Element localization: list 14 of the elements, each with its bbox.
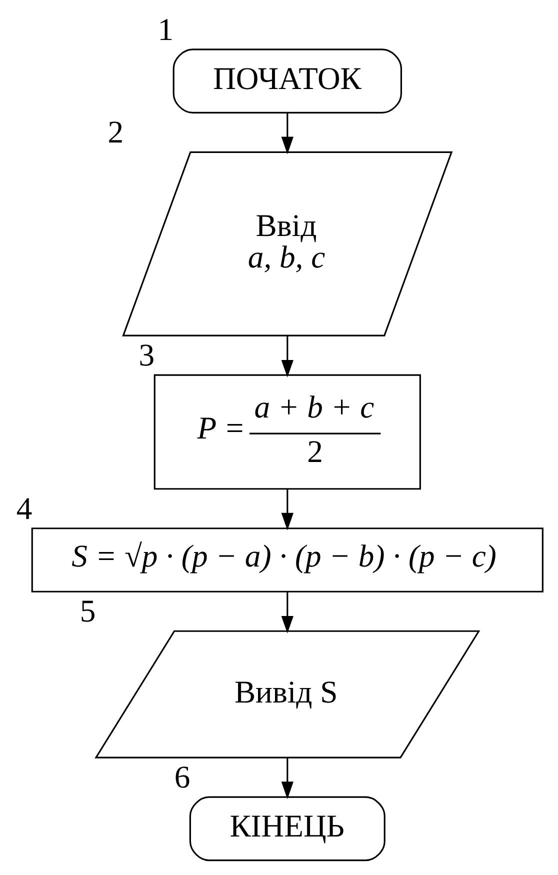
node-label: 3 xyxy=(138,338,154,373)
node-box: S = √p · (p − a) · (p − b) · (p − c) xyxy=(30,528,543,592)
node-box: ПОЧАТОК xyxy=(172,48,402,114)
node-box: КІНЕЦЬ xyxy=(188,796,385,862)
arrow xyxy=(280,758,293,800)
arrow xyxy=(280,336,293,378)
arrow xyxy=(280,489,293,530)
node-label: 2 xyxy=(107,114,124,150)
arrow xyxy=(280,113,293,154)
arrow xyxy=(280,592,293,634)
node-label: 5 xyxy=(79,594,96,629)
node-label: 1 xyxy=(157,12,174,47)
node-label: 6 xyxy=(174,760,190,795)
node-label: 4 xyxy=(16,490,32,526)
